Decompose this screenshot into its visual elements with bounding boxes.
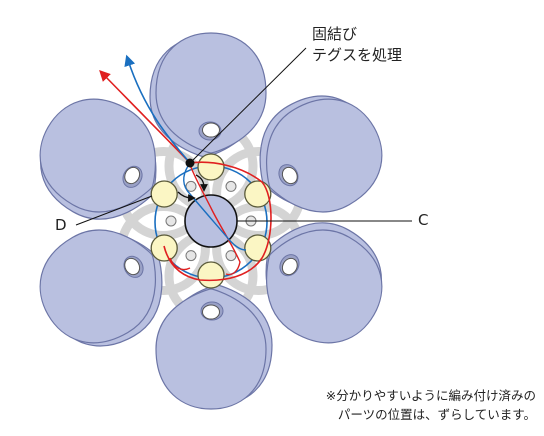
knot-label-line2: テグスを処理 (312, 46, 403, 64)
note-line1: ※分かりやすいように編み付け済みの (325, 388, 536, 403)
seed-bead-6 (185, 180, 197, 192)
petal-3 (265, 222, 383, 344)
petal-6 (39, 98, 157, 220)
petal-front-layer (155, 32, 267, 154)
seed-bead-3 (225, 250, 237, 262)
petal-hole (202, 304, 220, 320)
c-label: C (418, 211, 429, 229)
seed-bead-4 (185, 250, 197, 262)
bead-ring (150, 153, 272, 289)
bead-6 (150, 180, 178, 208)
red-thread-loop (163, 161, 272, 282)
seed-bead-1 (225, 180, 237, 192)
bead-1 (197, 153, 225, 181)
d-leader-line (75, 195, 153, 226)
petal-5 (39, 229, 163, 347)
blue-thread-inner (183, 165, 247, 251)
bead-4 (197, 261, 225, 289)
note-line2: パーツの位置は、ずらしています。 (337, 407, 536, 422)
direction-arrow-2 (177, 191, 196, 202)
petal-hole (281, 166, 298, 185)
petal-hole (124, 257, 141, 276)
petal-hole (202, 122, 220, 138)
petal-4 (155, 284, 273, 410)
blue-thread-exit (124, 54, 191, 164)
bead-2 (244, 180, 272, 208)
petal-1 (149, 32, 267, 158)
seed-bead-5 (165, 215, 177, 227)
petal-hole (281, 257, 298, 276)
knot-leader-line (190, 47, 307, 163)
petal-group (39, 32, 383, 410)
red-thread-small-loop (169, 257, 191, 271)
knot-label-line1: 固結び (312, 25, 358, 43)
petal-hole (124, 166, 141, 185)
petal-2 (259, 95, 383, 213)
d-label: D (55, 216, 67, 234)
petal-front-layer (155, 288, 267, 410)
direction-arrow-1 (195, 174, 208, 192)
